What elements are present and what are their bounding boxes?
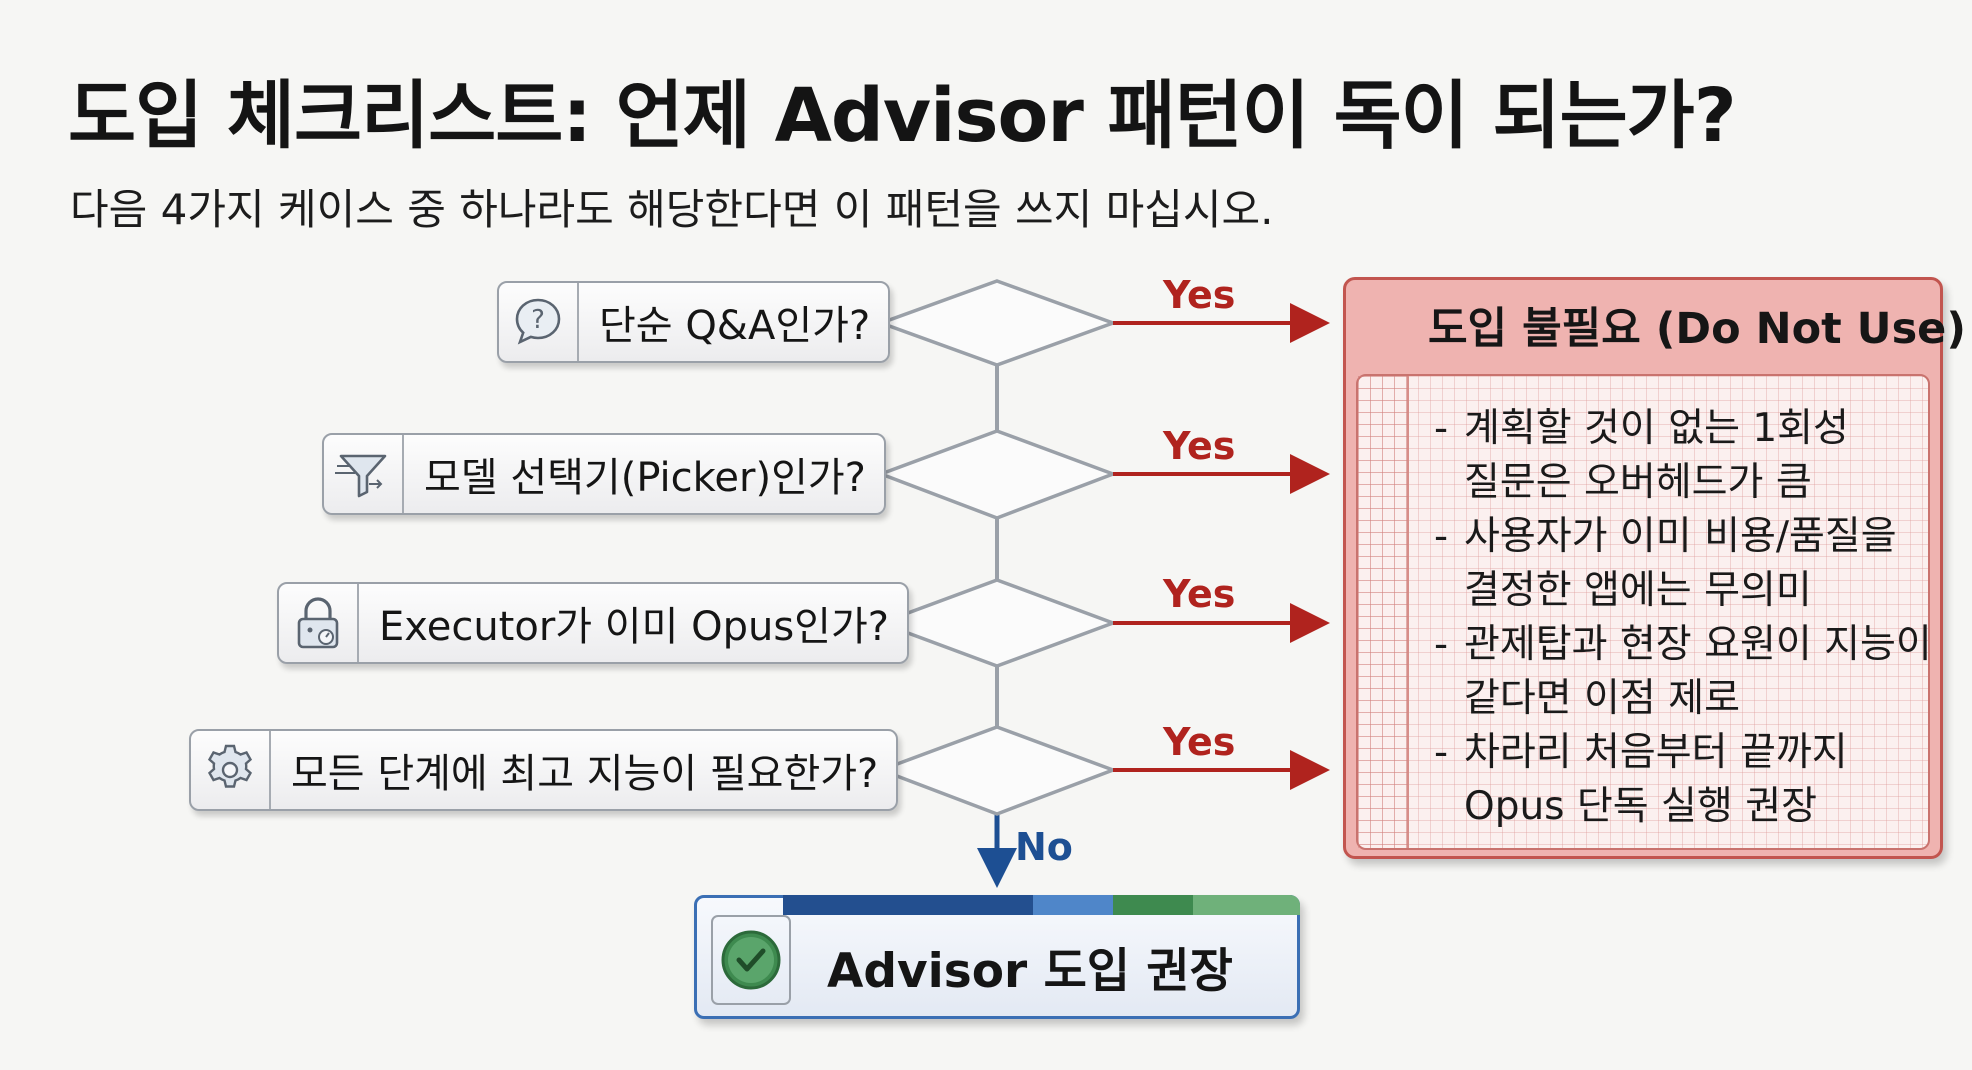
reason-line: 차라리 처음부터 끝까지 [1464,730,1848,775]
question-bubble-icon: ? [499,283,579,361]
question-text: 단순 Q&A인가? [599,303,871,349]
yes-label-3: Yes [1163,572,1236,616]
bullet-dash: - [1434,406,1449,451]
gear-icon [191,731,271,809]
question-box-simple-qa: ? 단순 Q&A인가? [497,281,891,363]
yes-label-1: Yes [1163,273,1236,317]
bullet-dash: - [1434,730,1449,775]
reason-item: - 차라리 처음부터 끝까지 Opus 단독 실행 권장 [1434,726,1932,834]
decision-diamond-2 [876,429,1118,520]
lock-icon [279,584,359,662]
question-text: 모델 선택기(Picker)인가? [424,455,866,501]
funnel-icon [324,435,404,513]
no-label: No [1015,825,1073,869]
decision-diamond-4 [876,725,1118,816]
do-not-use-panel: 도입 불필요 (Do Not Use) - 계획할 것이 없는 1회성 질문은 … [1343,277,1966,859]
reason-item: - 계획할 것이 없는 1회성 질문은 오버헤드가 큼 [1434,402,1932,510]
question-box-executor-opus: Executor가 이미 Opus인가? [277,582,909,664]
yes-label-2: Yes [1163,424,1236,468]
bullet-dash: - [1434,622,1449,667]
do-not-use-title: 도입 불필요 (Do Not Use) [1428,304,1966,354]
reason-list: - 계획할 것이 없는 1회성 질문은 오버헤드가 큼 - 사용자가 이미 비용… [1434,402,1932,834]
page-subtitle: 다음 4가지 케이스 중 하나라도 해당한다면 이 패턴을 쓰지 마십시오. [70,185,1274,234]
reason-line: 사용자가 이미 비용/품질을 [1464,514,1897,559]
page-title: 도입 체크리스트: 언제 Advisor 패턴이 독이 되는가? [68,73,1737,159]
question-text: 모든 단계에 최고 지능이 필요한가? [291,751,879,797]
do-not-use-notes: - 계획할 것이 없는 1회성 질문은 오버헤드가 큼 - 사용자가 이미 비용… [1356,374,1932,850]
reason-line: Opus 단독 실행 권장 [1464,784,1817,829]
yes-label-4: Yes [1163,720,1236,764]
color-strip [783,895,1300,915]
reason-line: 결정한 앱에는 무의미 [1464,568,1812,613]
reason-item: - 사용자가 이미 비용/품질을 결정한 앱에는 무의미 [1434,510,1932,618]
question-text: Executor가 이미 Opus인가? [379,604,889,650]
reason-line: 질문은 오버헤드가 큼 [1464,460,1812,505]
question-box-top-intelligence: 모든 단계에 최고 지능이 필요한가? [189,729,899,811]
check-circle-icon [709,912,793,1008]
recommend-advisor-box: Advisor 도입 권장 [694,895,1300,1019]
bullet-dash: - [1434,514,1449,559]
reason-line: 같다면 이점 제로 [1464,676,1740,721]
question-box-model-picker: 모델 선택기(Picker)인가? [322,433,886,515]
reason-line: 관제탑과 현장 요원이 지능이 [1464,622,1932,667]
recommend-text: Advisor 도입 권장 [827,944,1233,999]
reason-item: - 관제탑과 현장 요원이 지능이 같다면 이점 제로 [1434,618,1932,726]
reason-line: 계획할 것이 없는 1회성 [1464,406,1849,451]
svg-text:?: ? [531,305,545,335]
decision-diamond-1 [875,279,1119,367]
decision-diamond-3 [875,578,1119,668]
